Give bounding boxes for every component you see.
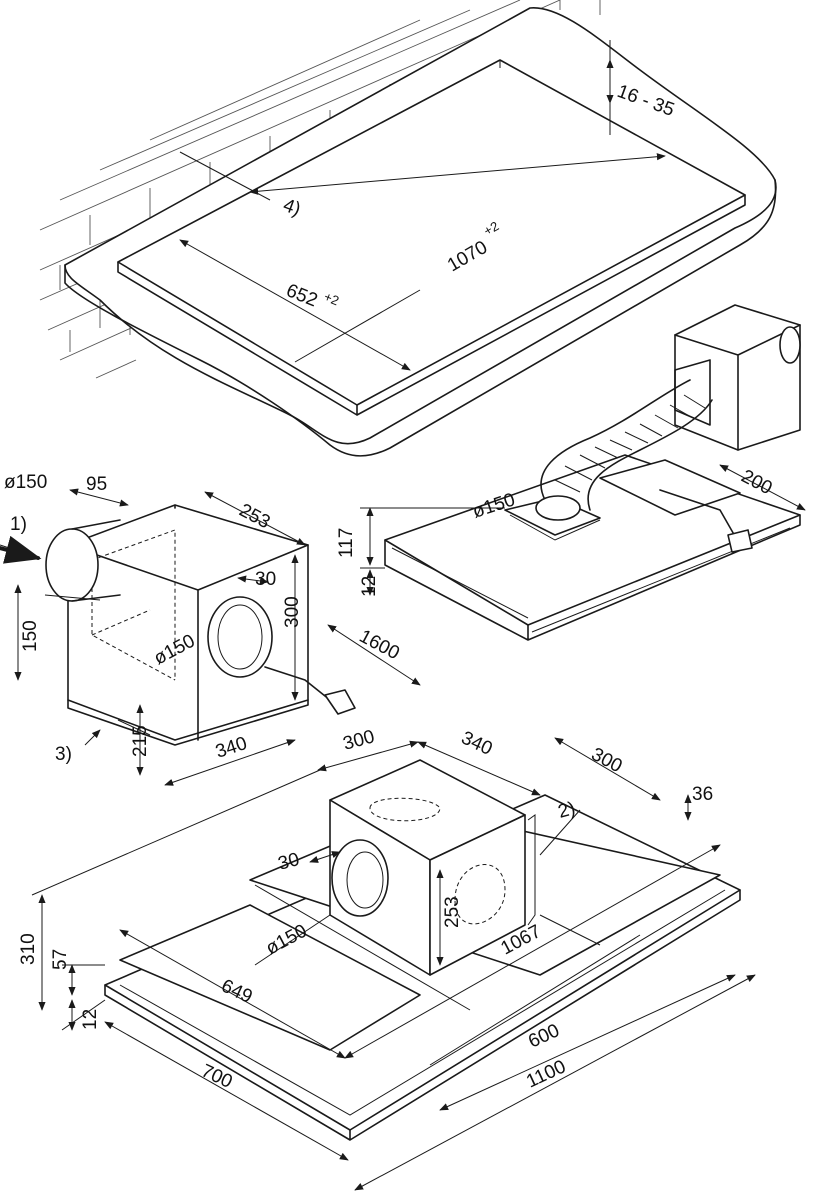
hood-step: 36 xyxy=(692,784,713,805)
fan-base-width: 340 xyxy=(213,733,250,763)
hood-dimensions xyxy=(31,737,756,1191)
remote-fan-setup xyxy=(384,304,801,641)
hood-box-height: 253 xyxy=(442,896,463,928)
hood-top-box-depth: 340 xyxy=(458,727,496,759)
fan-inlet-height: 150 xyxy=(20,620,41,652)
niche-note-ref: 4) xyxy=(280,195,303,221)
hood-rear-width: 300 xyxy=(588,744,626,777)
mount-arrow xyxy=(84,729,101,746)
cutout-depth-tol: +2 xyxy=(322,289,341,308)
hood-body xyxy=(104,759,741,1141)
fan-box-height: 300 xyxy=(282,596,303,628)
ceiling-niche-frame xyxy=(64,7,777,457)
hood-overall-height: 310 xyxy=(18,933,39,965)
hood-note-ref: 2) xyxy=(556,798,578,823)
remote-frame: 12 xyxy=(359,576,380,597)
fan-outlet-offset: 30 xyxy=(255,569,276,590)
remote-offset: 200 xyxy=(738,466,776,499)
remote-fan-dimensions xyxy=(360,464,806,596)
remote-height: 117 xyxy=(336,528,357,558)
hood-frame-height: 12 xyxy=(80,1009,101,1030)
hood-overall-depth: 700 xyxy=(198,1060,236,1092)
fan-note-inlet: 1) xyxy=(10,514,27,535)
hood-top-box-width: 300 xyxy=(341,726,377,754)
fan-inlet-diameter: ø150 xyxy=(4,472,47,493)
cutout-width-tol: +2 xyxy=(481,218,501,238)
hood-body-height: 57 xyxy=(50,949,71,970)
fan-box-dimensions xyxy=(0,488,421,786)
fan-base-depth: 215 xyxy=(130,725,151,757)
hood-depth: 600 xyxy=(525,1020,563,1052)
fan-note-mount: 3) xyxy=(55,744,72,765)
fan-box xyxy=(45,504,356,746)
niche-dimensions xyxy=(179,40,666,371)
inlet-arrow xyxy=(0,535,42,564)
fan-inlet-offset: 95 xyxy=(86,474,107,495)
